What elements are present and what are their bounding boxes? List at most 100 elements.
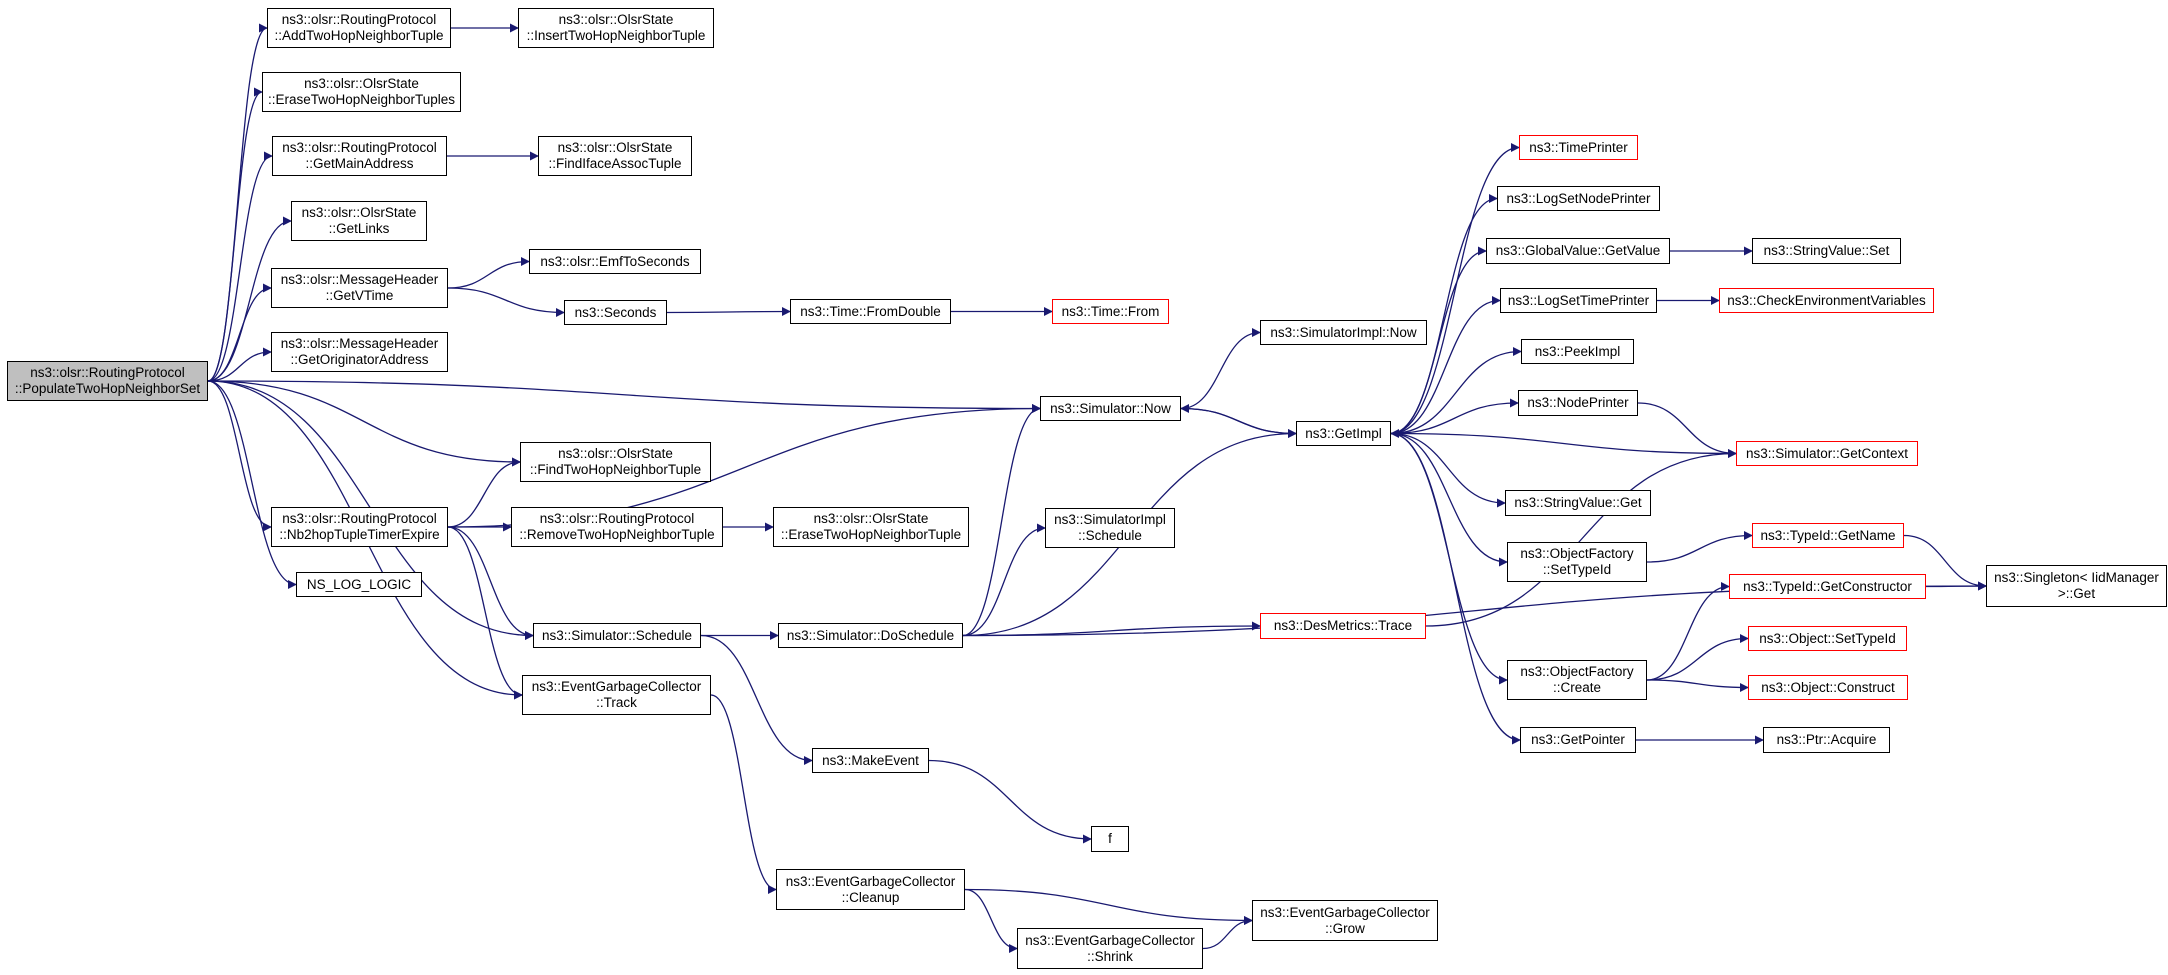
node-find-iface-assoc-tuple[interactable]: ns3::olsr::OlsrState ::FindIfaceAssocTup… — [538, 136, 692, 176]
node-label-2: ::PopulateTwoHopNeighborSet — [14, 381, 201, 396]
node-label: ns3::olsr::OlsrState — [813, 511, 929, 526]
node-label: ns3::StringValue::Get — [1514, 495, 1642, 510]
node-simulator-do-schedule[interactable]: ns3::Simulator::DoSchedule — [778, 623, 963, 648]
node-simulator-get-context[interactable]: ns3::Simulator::GetContext — [1736, 441, 1918, 466]
edge-root-to-getmain — [207, 151, 273, 382]
edge-track-to-cleanup — [710, 694, 777, 894]
node-remove-two-hop-neighbor-tuple[interactable]: ns3::olsr::RoutingProtocol ::RemoveTwoHo… — [511, 507, 723, 547]
node-make-event[interactable]: ns3::MakeEvent — [812, 748, 929, 773]
node-simulator-now[interactable]: ns3::Simulator::Now — [1040, 396, 1181, 421]
edge-getname-to-singleton — [1903, 534, 1987, 591]
node-label: ns3::TypeId::GetName — [1760, 527, 1896, 543]
node-event-garbage-collector-track[interactable]: ns3::EventGarbageCollector ::Track — [522, 675, 711, 715]
edge-nb2hop-to-find2hop — [447, 457, 521, 528]
node-label: ns3::StringValue::Set — [1763, 243, 1890, 258]
node-get-impl[interactable]: ns3::GetImpl — [1296, 421, 1391, 446]
node-object-factory-create[interactable]: ns3::ObjectFactory ::Create — [1507, 660, 1647, 700]
node-time-from[interactable]: ns3::Time::From — [1052, 299, 1169, 324]
node-label: ns3::SimulatorImpl — [1054, 512, 1166, 527]
node-label: ns3::Simulator::Now — [1050, 400, 1171, 416]
node-label: ns3::GetImpl — [1305, 425, 1382, 441]
node-event-garbage-collector-cleanup[interactable]: ns3::EventGarbageCollector ::Cleanup — [776, 869, 965, 910]
node-peek-impl[interactable]: ns3::PeekImpl — [1521, 339, 1634, 364]
node-populate-two-hop-neighbor-set: ns3::olsr::RoutingProtocol ::PopulateTwo… — [7, 361, 208, 401]
node-string-value-get[interactable]: ns3::StringValue::Get — [1505, 490, 1651, 516]
node-string-value-set[interactable]: ns3::StringValue::Set — [1752, 238, 1901, 264]
node-label: ns3::Time::From — [1061, 303, 1160, 319]
node-simulator-impl-schedule[interactable]: ns3::SimulatorImpl ::Schedule — [1045, 508, 1175, 548]
edge-seconds-to-fromdouble — [666, 307, 791, 317]
node-add-two-hop-neighbor-tuple[interactable]: ns3::olsr::RoutingProtocol ::AddTwoHopNe… — [267, 8, 451, 48]
node-node-printer[interactable]: ns3::NodePrinter — [1518, 390, 1638, 416]
node-time-from-double[interactable]: ns3::Time::FromDouble — [790, 299, 951, 324]
node-erase-two-hop-neighbor-tuple[interactable]: ns3::olsr::OlsrState ::EraseTwoHopNeighb… — [773, 507, 969, 547]
node-label: ns3::ObjectFactory — [1520, 664, 1634, 679]
node-label: ns3::olsr::OlsrState — [558, 446, 673, 461]
edge-ofcreate-to-getctor — [1646, 582, 1730, 681]
node-type-id-get-constructor[interactable]: ns3::TypeId::GetConstructor — [1729, 574, 1926, 599]
node-des-metrics-trace[interactable]: ns3::DesMetrics::Trace — [1260, 613, 1426, 639]
node-label: ns3::Object::Construct — [1761, 679, 1895, 695]
node-type-id-get-name[interactable]: ns3::TypeId::GetName — [1752, 523, 1904, 548]
node-simulator-schedule[interactable]: ns3::Simulator::Schedule — [533, 623, 701, 648]
node-get-links[interactable]: ns3::olsr::OlsrState ::GetLinks — [291, 201, 427, 241]
node-label-2: ::FindIfaceAssocTuple — [548, 156, 682, 171]
node-label-2: ::Shrink — [1087, 948, 1133, 964]
node-label-2: ::InsertTwoHopNeighborTuple — [526, 28, 706, 43]
node-erase-two-hop-neighbor-tuples[interactable]: ns3::olsr::OlsrState ::EraseTwoHopNeighb… — [262, 72, 461, 112]
node-label-2: ::Create — [1552, 680, 1602, 695]
node-simulator-impl-now[interactable]: ns3::SimulatorImpl::Now — [1260, 320, 1427, 345]
node-nb2hop-tuple-timer-expire[interactable]: ns3::olsr::RoutingProtocol ::Nb2hopTuple… — [271, 507, 448, 547]
node-get-main-address[interactable]: ns3::olsr::RoutingProtocol ::GetMainAddr… — [272, 136, 447, 176]
node-label: ns3::EventGarbageCollector — [531, 679, 702, 694]
edge-ofcreate-to-construct — [1646, 679, 1749, 692]
node-label: ns3::EventGarbageCollector — [785, 873, 956, 889]
edge-ofcreate-to-objsettype — [1646, 634, 1749, 681]
node-label: ns3::Simulator::DoSchedule — [786, 627, 955, 643]
node-label-2: ::GetOriginatorAddress — [290, 352, 429, 367]
node-f[interactable]: f — [1091, 826, 1129, 852]
node-object-construct[interactable]: ns3::Object::Construct — [1748, 675, 1908, 700]
node-ns-log-logic[interactable]: NS_LOG_LOGIC — [296, 572, 422, 597]
node-label: ns3::LogSetTimePrinter — [1507, 292, 1650, 308]
node-time-printer[interactable]: ns3::TimePrinter — [1519, 135, 1638, 160]
node-object-factory-set-type-id[interactable]: ns3::ObjectFactory ::SetTypeId — [1507, 542, 1647, 582]
node-log-set-time-printer[interactable]: ns3::LogSetTimePrinter — [1500, 288, 1657, 313]
node-label: ns3::EventGarbageCollector — [1260, 904, 1430, 920]
node-get-vtime[interactable]: ns3::olsr::MessageHeader ::GetVTime — [271, 268, 448, 308]
node-label: ns3::olsr::OlsrState — [304, 76, 419, 91]
node-log-set-node-printer[interactable]: ns3::LogSetNodePrinter — [1497, 186, 1660, 211]
node-seconds[interactable]: ns3::Seconds — [564, 300, 667, 325]
node-object-set-type-id[interactable]: ns3::Object::SetTypeId — [1748, 626, 1907, 651]
edge-getvtime-to-seconds — [447, 287, 565, 317]
node-label: ns3::TimePrinter — [1529, 139, 1628, 155]
node-label-2: ::FindTwoHopNeighborTuple — [529, 462, 702, 477]
node-label: ns3::Time::FromDouble — [800, 303, 941, 319]
node-label-2: ::RemoveTwoHopNeighborTuple — [519, 527, 715, 542]
node-get-pointer[interactable]: ns3::GetPointer — [1520, 727, 1636, 753]
edge-nb2hop-to-schedule — [447, 526, 534, 640]
node-singleton-iid-manager-get[interactable]: ns3::Singleton< IidManager >::Get — [1986, 565, 2167, 607]
node-find-two-hop-neighbor-tuple[interactable]: ns3::olsr::OlsrState ::FindTwoHopNeighbo… — [520, 442, 711, 482]
node-emf-to-seconds[interactable]: ns3::olsr::EmfToSeconds — [529, 249, 701, 274]
node-label: ns3::olsr::RoutingProtocol — [30, 365, 185, 380]
edge-getvtime-to-emf — [447, 257, 530, 289]
node-event-garbage-collector-grow[interactable]: ns3::EventGarbageCollector ::Grow — [1252, 900, 1438, 941]
edge-root-to-nslog — [207, 380, 297, 589]
node-label: ns3::olsr::MessageHeader — [280, 272, 439, 287]
node-check-environment-variables[interactable]: ns3::CheckEnvironmentVariables — [1719, 288, 1934, 313]
node-global-value-get-value[interactable]: ns3::GlobalValue::GetValue — [1486, 238, 1670, 264]
node-event-garbage-collector-shrink[interactable]: ns3::EventGarbageCollector ::Shrink — [1017, 928, 1203, 969]
node-label-2: ::Track — [596, 695, 637, 710]
node-label: ns3::olsr::MessageHeader — [280, 336, 439, 351]
edge-cleanup-to-shrink — [964, 888, 1018, 953]
edge-getctor-to-singleton — [1925, 581, 1987, 591]
node-ptr-acquire[interactable]: ns3::Ptr::Acquire — [1763, 727, 1890, 753]
edge-desmetrics-to-getcontext — [1425, 449, 1737, 627]
node-get-originator-address[interactable]: ns3::olsr::MessageHeader ::GetOriginator… — [271, 332, 448, 372]
node-insert-two-hop-neighbor-tuple[interactable]: ns3::olsr::OlsrState ::InsertTwoHopNeigh… — [518, 8, 714, 48]
node-label: ns3::olsr::OlsrState — [558, 12, 674, 27]
node-label: ns3::olsr::RoutingProtocol — [282, 511, 437, 526]
edge-shrink-to-grow — [1202, 916, 1253, 950]
